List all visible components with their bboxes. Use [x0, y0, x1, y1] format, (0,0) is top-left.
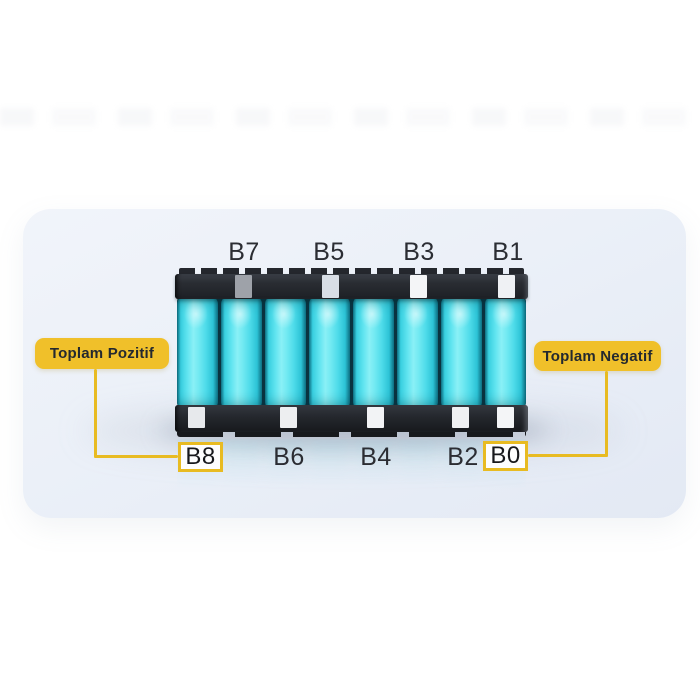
nickel-strip-slot	[367, 407, 384, 428]
top-cell-holder	[175, 274, 528, 299]
nickel-strip-slot	[498, 275, 515, 298]
terminal-label-b2: B2	[447, 443, 479, 471]
battery-cells-row	[177, 296, 526, 408]
nickel-strip-slot	[280, 407, 297, 428]
negative-connector-vertical	[605, 371, 608, 457]
terminal-label-b4: B4	[360, 443, 392, 471]
nickel-strip-slot	[497, 407, 514, 428]
total-positive-callout: Toplam Pozitif	[35, 338, 169, 369]
total-negative-callout: Toplam Negatif	[534, 341, 661, 371]
terminal-label-b1: B1	[492, 238, 524, 266]
battery-cell	[353, 296, 394, 408]
nickel-strip-slot	[410, 275, 427, 298]
nickel-strip-slot	[452, 407, 469, 428]
negative-terminal-box: B0	[483, 441, 528, 471]
bottom-cell-holder	[175, 405, 528, 432]
nickel-strip-slot	[322, 275, 339, 298]
battery-cell	[485, 296, 526, 408]
terminal-label-b6: B6	[273, 443, 305, 471]
terminal-label-b5: B5	[313, 238, 345, 266]
battery-cell	[441, 296, 482, 408]
positive-terminal-box: B8	[178, 442, 223, 472]
pack-reflection	[177, 439, 526, 497]
terminal-label-b3: B3	[403, 238, 435, 266]
nickel-strip-slot	[188, 407, 205, 428]
terminal-label-b7: B7	[228, 238, 260, 266]
positive-connector-vertical	[94, 369, 97, 458]
battery-cell	[221, 296, 262, 408]
battery-cell	[265, 296, 306, 408]
faint-background-band	[0, 108, 700, 126]
positive-connector-horizontal	[94, 455, 178, 458]
top-holder-notches	[179, 268, 524, 276]
battery-cell	[309, 296, 350, 408]
nickel-strip-slot	[235, 275, 252, 298]
negative-connector-horizontal	[528, 454, 608, 457]
battery-cell	[397, 296, 438, 408]
battery-cell	[177, 296, 218, 408]
diagram-card: B7 B5 B3 B1 B6 B4 B2 B8 B0 Toplam Poziti…	[23, 209, 686, 518]
bottom-holder-feet	[177, 432, 526, 437]
